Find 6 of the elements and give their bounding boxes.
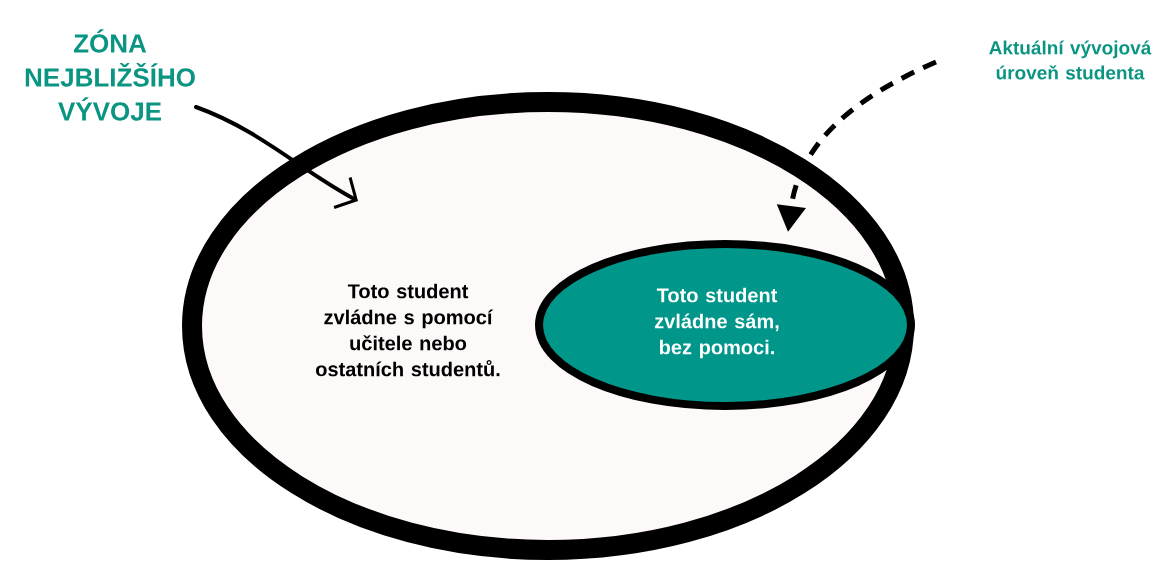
inner-ellipse bbox=[535, 240, 915, 410]
arrow bbox=[194, 105, 358, 209]
callout-text: Aktuální vývojová úroveň studenta bbox=[989, 40, 1152, 80]
zone-title: ZÓNA NEJBLIŽŠÍHO VÝVOJE bbox=[25, 29, 195, 121]
ellipse-text: Toto student zvládne sám, bez pomoci. bbox=[655, 287, 779, 359]
ellipse-text: Toto student zvládne s pomocí učitele nebo ostatních studentů. bbox=[316, 283, 500, 377]
